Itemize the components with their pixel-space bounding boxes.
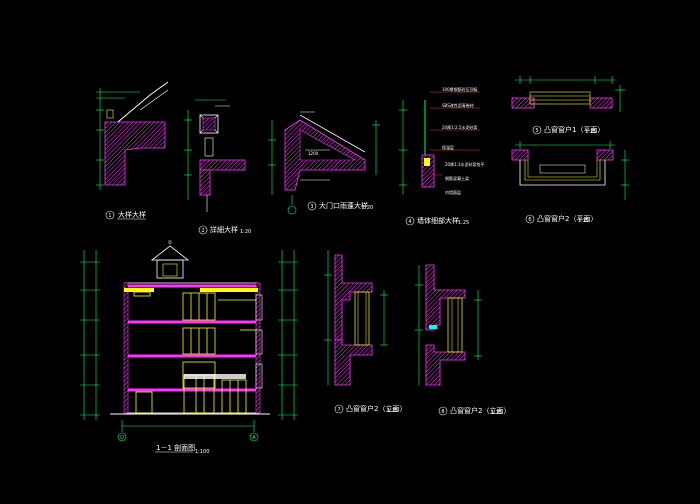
- note-5: 20厚1:3水泥砂浆找平: [445, 161, 485, 167]
- note-2: SBS改性沥青卷材: [442, 102, 474, 108]
- section-axis-right-icon: [249, 432, 259, 442]
- detail-5-dimensions: [515, 76, 625, 112]
- detail-4-title: 墙体细部大样: [417, 216, 459, 225]
- note-6: 钢筋混凝土梁: [445, 175, 469, 181]
- detail-7-no: 7: [337, 407, 340, 413]
- detail-7-dimensions: [324, 250, 388, 385]
- detail-5-scale: 1:25: [585, 129, 596, 135]
- detail-6-scale: 1:25: [578, 218, 589, 224]
- detail-8-no: 8: [441, 409, 444, 415]
- detail-1: 1 大样大样: [96, 81, 169, 220]
- detail-1-dimensions: [96, 88, 140, 190]
- detail-2-dimensions: [184, 99, 225, 200]
- detail-8: 8 凸窗窗户2（立面） 1:25: [415, 264, 510, 416]
- detail-8-window: [447, 297, 463, 353]
- detail-8-title: 凸窗窗户2（立面）: [450, 406, 510, 415]
- detail-8-scale: 1:25: [491, 410, 502, 416]
- detail-1-title: 大样大样: [118, 210, 146, 219]
- detail-7-callout-icon: [334, 404, 344, 414]
- section-windows: [133, 291, 256, 414]
- note-7: 内墙面层: [445, 189, 461, 195]
- detail-4-notes: 100厚钢筋砼压顶板 SBS改性沥青卷材 20厚1:2.5水泥砂浆 保温层 20…: [430, 86, 485, 195]
- detail-5-no: 5: [535, 128, 538, 134]
- detail-8-wall-upper: [425, 264, 466, 331]
- detail-4: 100厚钢筋砼压顶板 SBS改性沥青卷材 20厚1:2.5水泥砂浆 保温层 20…: [399, 86, 485, 226]
- svg-text:1200: 1200: [308, 151, 319, 156]
- detail-3-callout-icon: [307, 201, 317, 211]
- detail-5-title: 凸窗窗户1（平面）: [544, 125, 604, 134]
- note-1: 100厚钢筋砼压顶板: [442, 86, 478, 92]
- detail-6-dimensions: [515, 141, 629, 200]
- detail-7: 7 凸窗窗户2（立面） 1:25: [324, 250, 406, 414]
- detail-3-dimensions: [268, 120, 380, 195]
- detail-3-axis-icon: [287, 205, 297, 215]
- detail-3-scale: 1:20: [362, 205, 373, 211]
- detail-1-roof-slope: [117, 81, 169, 123]
- section-callout: ①: [168, 240, 173, 246]
- detail-3: 1200 3 大门口雨蓬大样 1:20: [268, 111, 380, 215]
- detail-2-title: 詳細大样: [210, 225, 238, 234]
- detail-1-no: 1: [108, 213, 111, 219]
- section-axis-right: A: [252, 435, 256, 441]
- section-title: 1－1 剖面图: [156, 443, 195, 452]
- detail-2-slab: [199, 159, 246, 171]
- detail-7-window: [354, 291, 370, 346]
- note-4: 保温层: [442, 144, 454, 150]
- detail-5: 5 凸窗窗户1（平面） 1:25: [511, 76, 625, 135]
- detail-7-scale: 1:25: [387, 408, 398, 414]
- detail-4-scale: 1:25: [458, 220, 469, 226]
- section-axis-left-icon: [117, 432, 127, 442]
- detail-4-callout-icon: [405, 216, 415, 226]
- section-1-1: D A 1－1 剖面图 1:100 ①: [80, 240, 298, 455]
- section-axis-left: D: [120, 435, 124, 441]
- detail-8-dimensions: [415, 265, 482, 385]
- detail-2: 2 詳細大样 1:20: [184, 99, 251, 235]
- note-3: 20厚1:2.5水泥砂浆: [442, 124, 477, 130]
- detail-1-callout-icon: [105, 210, 115, 220]
- detail-2-no: 2: [201, 228, 204, 234]
- detail-3-title: 大门口雨蓬大样: [319, 201, 368, 210]
- detail-7-title: 凸窗窗户2（立面）: [346, 404, 406, 413]
- detail-7-wall-lower: [334, 339, 373, 386]
- detail-8-callout-icon: [438, 406, 448, 416]
- detail-1-wall-section: [104, 121, 166, 186]
- detail-7-wall-upper: [334, 254, 373, 341]
- detail-6-title: 凸窗窗户2（平面）: [537, 214, 597, 223]
- detail-4-no: 4: [408, 219, 411, 225]
- detail-2-callout-icon: [198, 225, 208, 235]
- section-scale: 1:100: [195, 449, 209, 455]
- detail-5-window: [529, 91, 591, 105]
- section-floor-slabs: [126, 284, 258, 392]
- detail-4-dimensions: [399, 100, 407, 195]
- detail-6: 6 凸窗窗户2（平面） 1:25: [511, 141, 629, 224]
- section-left-dimensions: [80, 250, 100, 420]
- detail-6-callout-icon: [525, 214, 535, 224]
- section-right-dimensions: [278, 250, 298, 420]
- detail-3-no: 3: [310, 204, 313, 210]
- detail-6-no: 6: [528, 217, 531, 223]
- detail-6-bay-outline: [519, 160, 606, 186]
- detail-2-scale: 1:20: [240, 229, 251, 235]
- detail-8-wall-lower: [425, 344, 466, 386]
- detail-5-callout-icon: [532, 125, 542, 135]
